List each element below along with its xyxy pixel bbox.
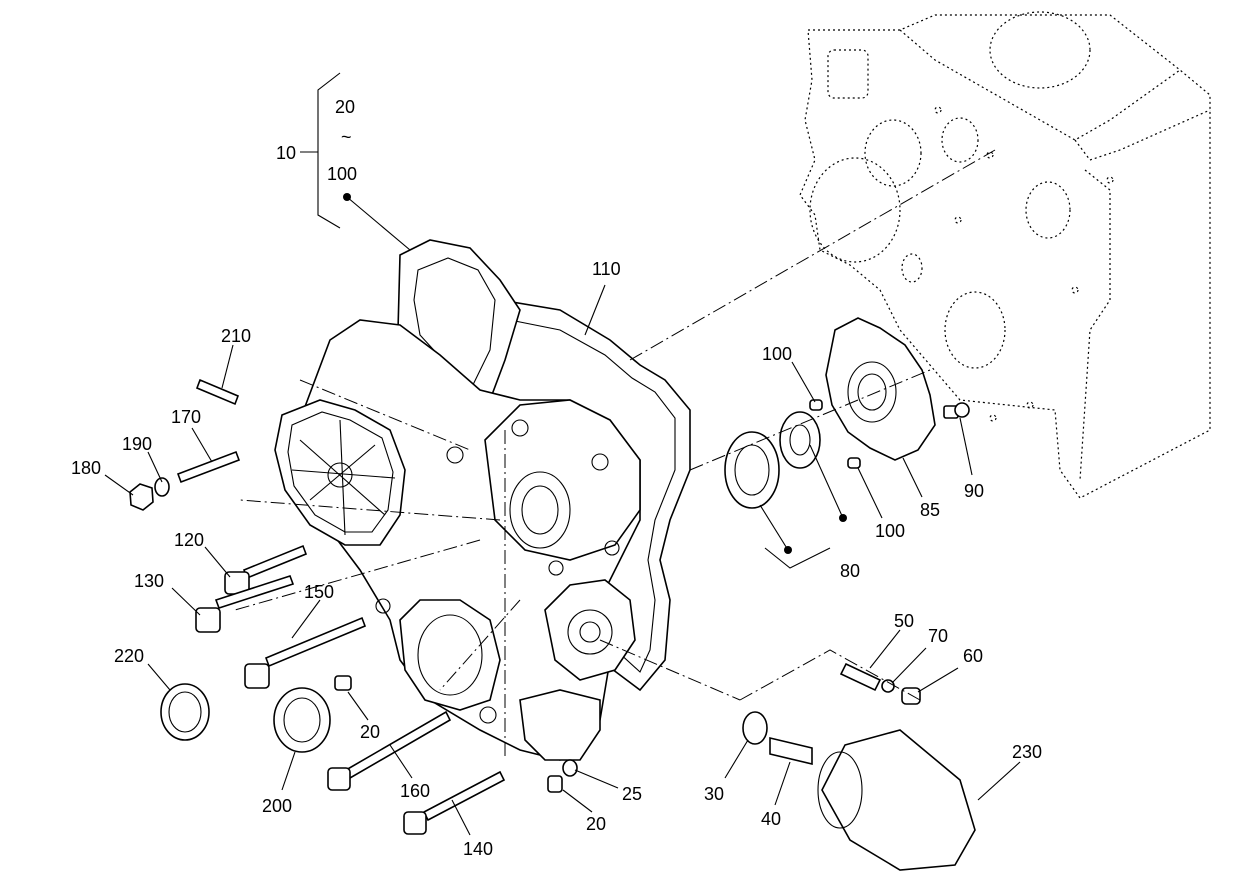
label-20-plug-bottom: 20: [586, 814, 606, 834]
label-190: 190: [122, 434, 152, 454]
part-labels: 10 20 ~ 100 110 210 170 190 180 120 130 …: [71, 97, 1042, 859]
label-200: 200: [262, 796, 292, 816]
fasteners: [129, 378, 578, 835]
label-230: 230: [1012, 742, 1042, 762]
label-180: 180: [71, 458, 101, 478]
label-20-range-start: 20: [335, 97, 355, 117]
gear-case-assembly: [274, 239, 691, 761]
label-150: 150: [304, 582, 334, 602]
label-100-pin-top: 100: [762, 344, 792, 364]
oil-pump-parts: [724, 317, 970, 509]
label-20-plug-left: 20: [360, 722, 380, 742]
label-tilde: ~: [341, 127, 352, 147]
label-30: 30: [704, 784, 724, 804]
label-170: 170: [171, 407, 201, 427]
label-100-pin-bottom: 100: [875, 521, 905, 541]
label-70: 70: [928, 626, 948, 646]
label-10: 10: [276, 143, 296, 163]
label-60: 60: [963, 646, 983, 666]
label-220: 220: [114, 646, 144, 666]
label-130: 130: [134, 571, 164, 591]
label-100-range-end: 100: [327, 164, 357, 184]
label-85: 85: [920, 500, 940, 520]
relief-valve-and-filter: [742, 662, 976, 871]
label-90: 90: [964, 481, 984, 501]
label-50: 50: [894, 611, 914, 631]
leader-lines: [104, 72, 1021, 836]
label-140: 140: [463, 839, 493, 859]
engine-block: [799, 11, 1211, 499]
label-160: 160: [400, 781, 430, 801]
label-210: 210: [221, 326, 251, 346]
label-110: 110: [592, 259, 621, 279]
label-80: 80: [840, 561, 860, 581]
alignment-lines: [234, 149, 996, 760]
label-25: 25: [622, 784, 642, 804]
label-40: 40: [761, 809, 781, 829]
label-120: 120: [174, 530, 204, 550]
